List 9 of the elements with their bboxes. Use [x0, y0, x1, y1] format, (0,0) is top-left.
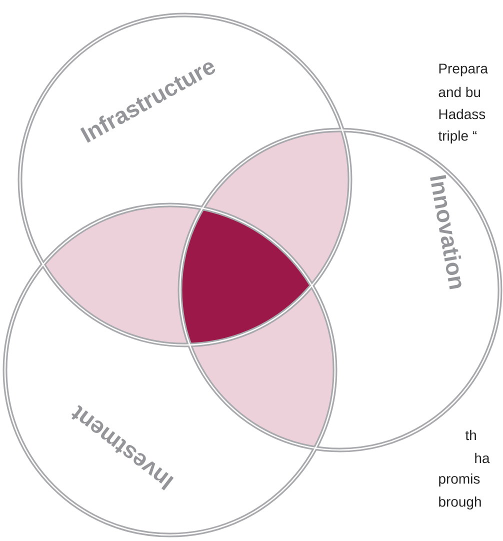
text-fragment: triple “: [438, 130, 477, 144]
circle-label: Innovation: [430, 174, 462, 290]
text-fragment: Prepara: [439, 64, 488, 76]
text-fragment: ha: [475, 452, 490, 464]
text-fragment: th: [465, 430, 476, 440]
text-fragment: promis: [439, 473, 480, 487]
text-fragment: and bu: [438, 86, 480, 98]
text-fragment: Hadass: [439, 108, 486, 120]
text-fragment: brough: [439, 496, 481, 510]
